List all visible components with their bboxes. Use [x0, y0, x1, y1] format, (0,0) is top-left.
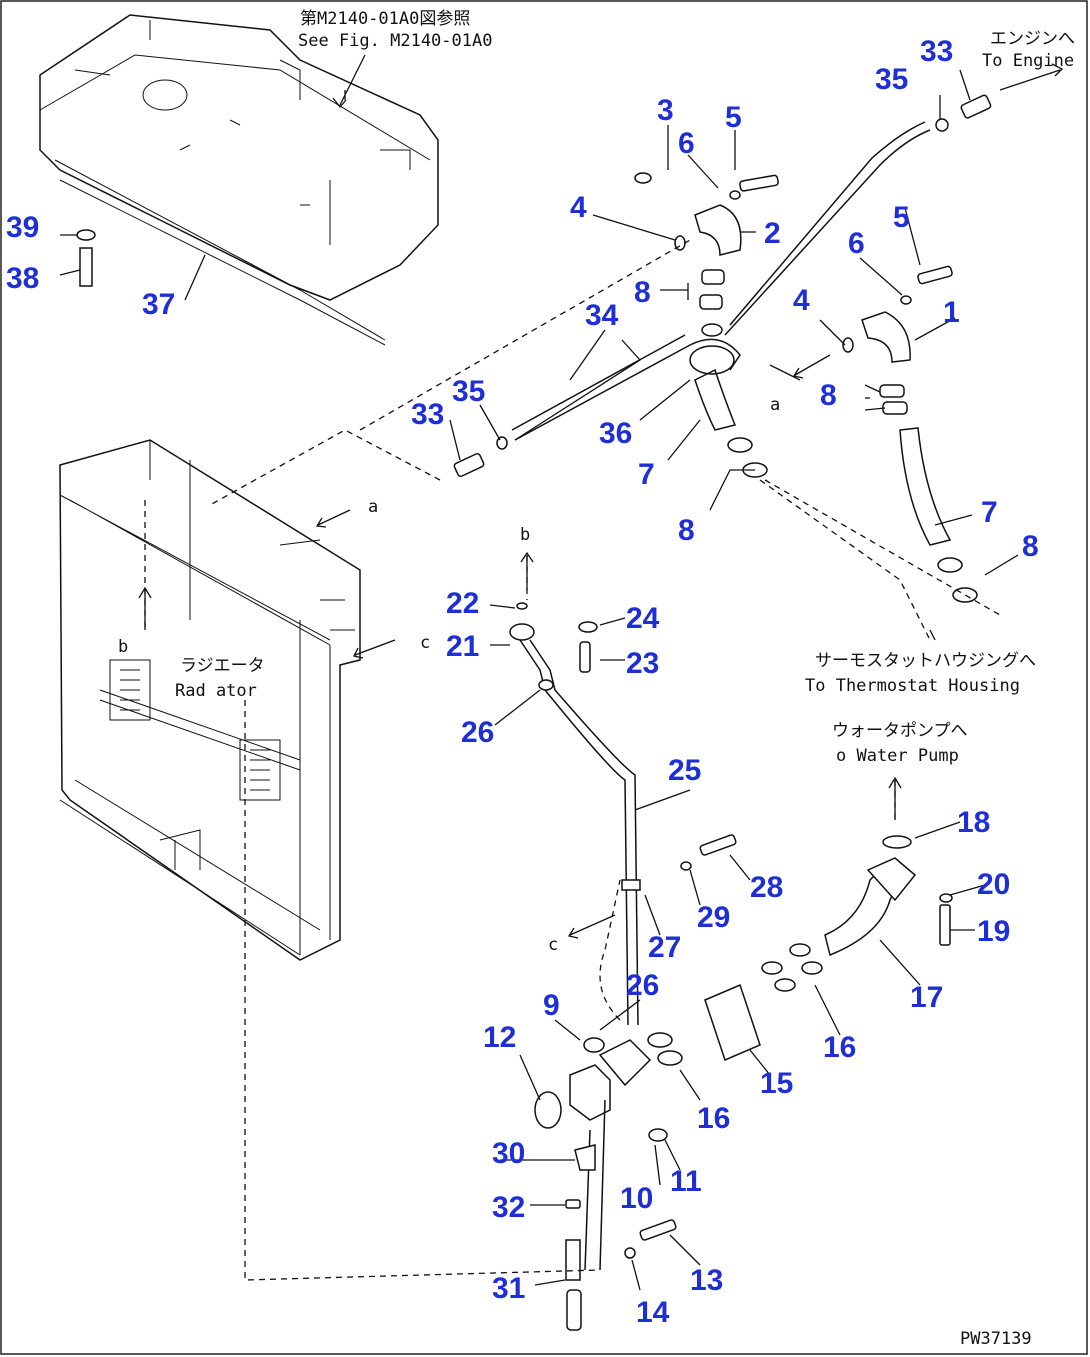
callout-24: 24: [626, 602, 660, 635]
callout-38: 38: [6, 262, 39, 295]
letter-a-radiator: a: [368, 497, 378, 517]
callout-26: 26: [626, 969, 659, 1002]
plumbing: [76, 94, 992, 1331]
annotation-texts: 第M2140-01A0図参照 See Fig. M2140-01A0 エンジンへ…: [118, 9, 1075, 1349]
callout-8: 8: [820, 379, 837, 412]
callout-15: 15: [760, 1067, 793, 1100]
callout-2: 2: [764, 217, 781, 250]
callout-39: 39: [6, 211, 39, 244]
callout-1: 1: [943, 296, 960, 329]
callout-10: 10: [620, 1182, 653, 1215]
callout-33: 33: [920, 35, 953, 68]
callout-14: 14: [636, 1296, 670, 1329]
callout-5: 5: [725, 101, 742, 134]
radiator-en: Rad ator: [175, 681, 257, 701]
callout-31: 31: [492, 1272, 525, 1305]
callout-36: 36: [599, 417, 632, 450]
callout-17: 17: [910, 981, 943, 1014]
callout-32: 32: [492, 1191, 525, 1224]
engine-en: To Engine: [982, 51, 1074, 71]
callout-16: 16: [823, 1031, 856, 1064]
letter-c-radiator: c: [420, 633, 430, 653]
callout-23: 23: [626, 647, 659, 680]
callout-30: 30: [492, 1137, 525, 1170]
callouts: 1 2 3 4 4 5 5 6 6 7 7 8 8 8 8 9 10 11 12…: [6, 35, 1039, 1329]
engine-jp: エンジンへ: [990, 29, 1075, 49]
letter-b-radiator: b: [118, 637, 128, 657]
figure-code: PW37139: [960, 1329, 1032, 1349]
callout-13: 13: [690, 1264, 723, 1297]
callout-28: 28: [750, 871, 783, 904]
thermostat-jp: サーモスタットハウジングへ: [815, 651, 1036, 671]
radiator-jp: ラジエータ: [180, 656, 265, 676]
letter-c-pipe: c: [548, 935, 558, 955]
callout-33: 33: [411, 398, 444, 431]
letter-a-pipe: a: [770, 395, 780, 415]
callout-8: 8: [678, 514, 695, 547]
water-pump-en: o Water Pump: [836, 746, 959, 766]
callout-12: 12: [483, 1021, 516, 1054]
callout-20: 20: [977, 868, 1010, 901]
leader-lines: [59, 54, 1064, 1291]
callout-25: 25: [668, 754, 701, 787]
callout-6: 6: [848, 227, 865, 260]
callout-35: 35: [875, 63, 908, 96]
callout-7: 7: [638, 458, 655, 491]
callout-4: 4: [570, 191, 587, 224]
letter-b-pipe: b: [520, 525, 530, 545]
callout-8: 8: [634, 276, 651, 309]
callout-3: 3: [657, 94, 674, 127]
callout-27: 27: [648, 931, 681, 964]
callout-16: 16: [697, 1102, 730, 1135]
callout-6: 6: [678, 127, 695, 160]
thermostat-en: To Thermostat Housing: [805, 676, 1020, 696]
ref-en: See Fig. M2140-01A0: [298, 31, 492, 51]
ref-jp: 第M2140-01A0図参照: [300, 9, 470, 29]
callout-26: 26: [461, 716, 494, 749]
callout-35: 35: [452, 375, 485, 408]
callout-29: 29: [697, 901, 730, 934]
callout-37: 37: [142, 288, 175, 321]
callout-19: 19: [977, 915, 1010, 948]
callout-8: 8: [1022, 530, 1039, 563]
callout-34: 34: [585, 299, 619, 332]
callout-11: 11: [670, 1165, 702, 1198]
callout-4: 4: [793, 284, 810, 317]
water-pump-jp: ウォータポンプへ: [832, 721, 968, 741]
callout-21: 21: [446, 630, 479, 663]
engine-cover: [39, 14, 439, 346]
callout-7: 7: [981, 496, 998, 529]
callout-22: 22: [446, 587, 479, 620]
callout-5: 5: [893, 201, 910, 234]
callout-18: 18: [957, 806, 990, 839]
radiator: [59, 439, 361, 961]
callout-9: 9: [543, 989, 560, 1022]
